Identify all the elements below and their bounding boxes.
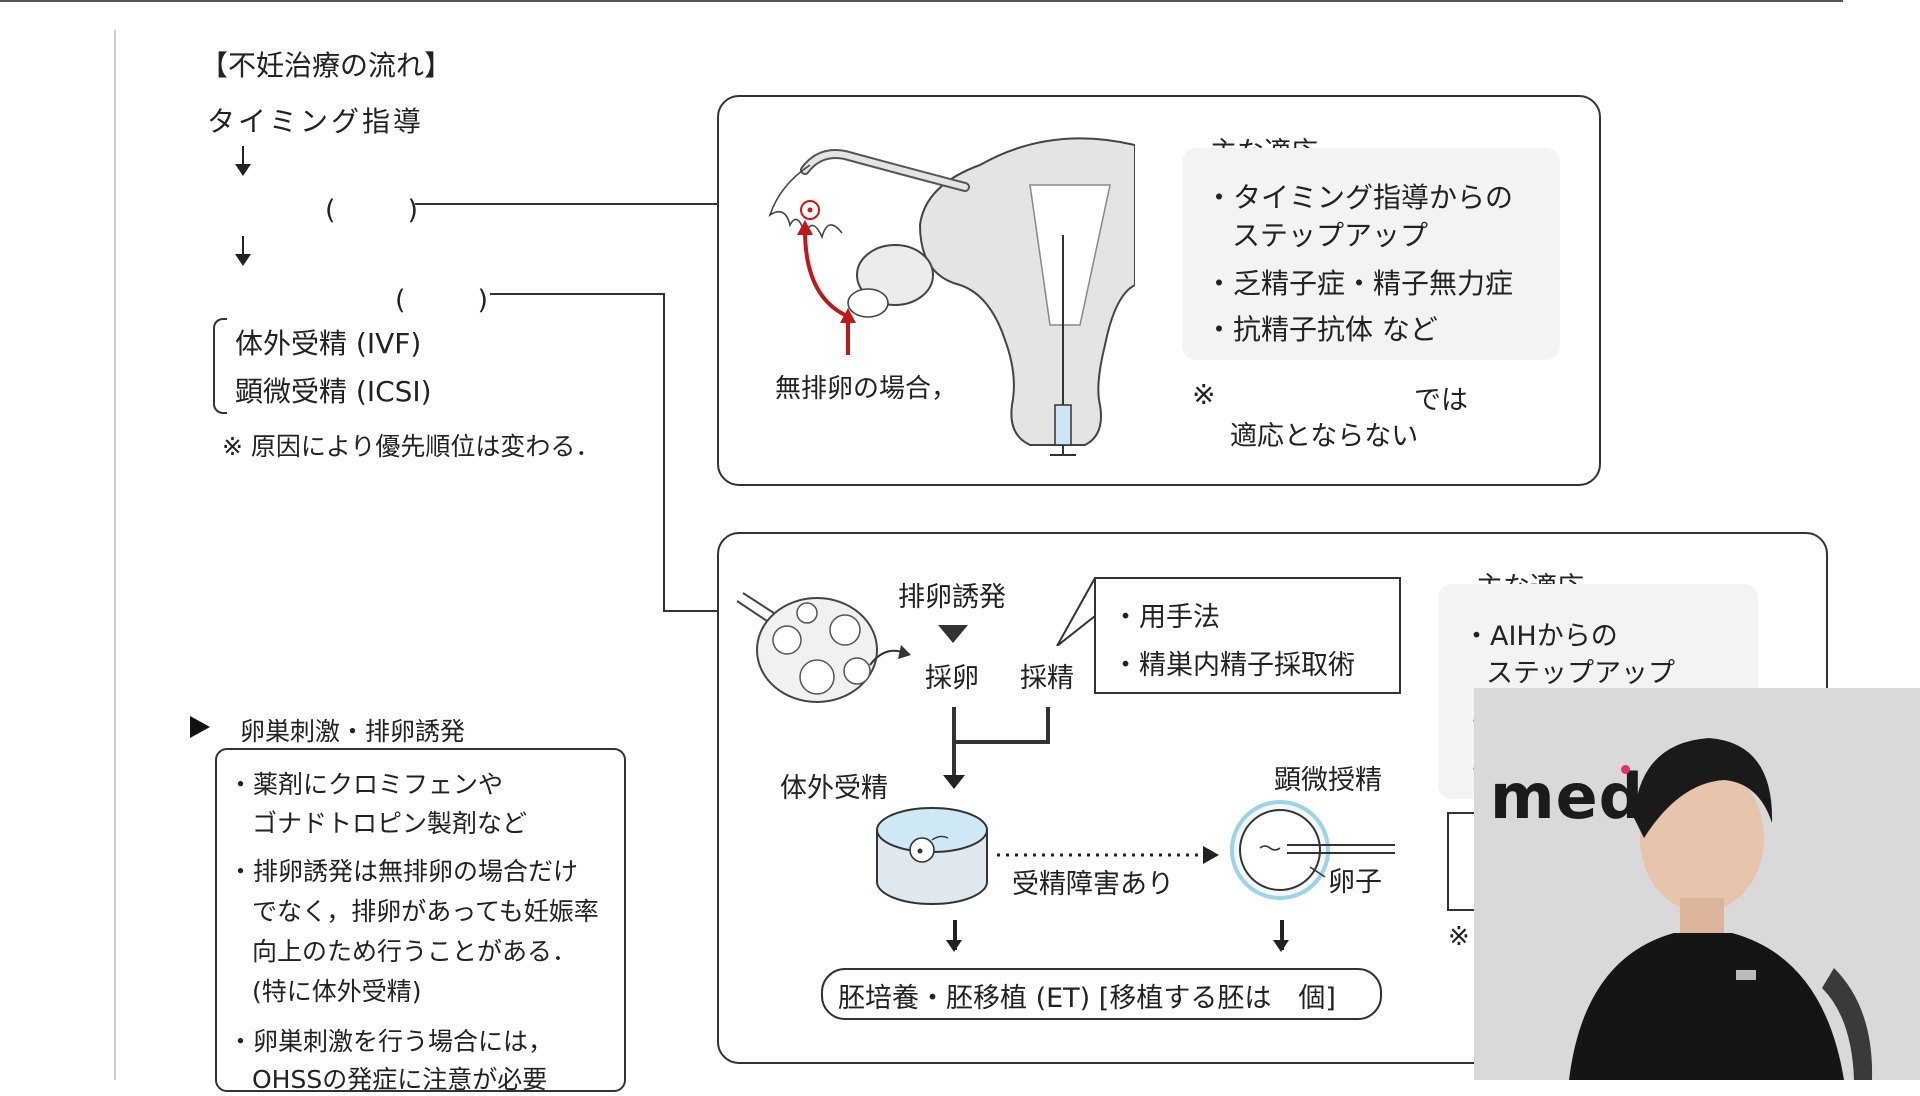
presenter-video <box>1569 738 1873 1080</box>
egg-retrieval-label: 採卵 <box>925 663 979 694</box>
ovarian-item-1b: ゴナドトロピン製剤など <box>252 809 528 838</box>
ivf-down-arrow <box>946 920 962 952</box>
sperm-retrieval-label: 採精 <box>1020 663 1074 694</box>
fertilization-issue-label: 受精障害あり <box>1012 869 1174 900</box>
ovarian-item-2c: 向上のため行うことがある． <box>252 937 578 966</box>
box2-note-mark: ※ <box>1448 922 1470 952</box>
oocyte-label: 卵子 <box>1328 867 1382 898</box>
embryo-transfer-label: 胚培養・胚移植 (ET) [移植する胚は 個] <box>838 983 1336 1014</box>
callout-pointer <box>1056 577 1096 646</box>
box1-indication-2: ・乏精子症・精子無力症 <box>1205 267 1514 300</box>
left-margin-rule <box>114 30 116 1080</box>
sperm-line <box>1046 707 1050 742</box>
blank-step-1-paren: ( ) <box>325 195 425 226</box>
induction-triangle-icon <box>938 625 968 643</box>
connector-step2-v <box>663 293 665 611</box>
ovary-follicles-illustration <box>736 592 911 703</box>
merge-arrow-icon <box>943 775 965 789</box>
connector-step2-box2 <box>663 610 718 612</box>
callout-item-1: ・用手法 <box>1112 602 1220 633</box>
box2-indication-1: ・AIHからの <box>1463 621 1618 652</box>
sperm-retrieval-callout <box>1094 577 1401 694</box>
box1-indication-3: ・抗精子抗体 など <box>1205 313 1438 346</box>
flow-arrow-1 <box>235 146 251 176</box>
icsi-label: 顕微受精 (ICSI) <box>235 375 432 408</box>
ovarian-item-3b: OHSSの発症に注意が必要 <box>252 1065 548 1094</box>
ovulation-induction-label: 排卵誘発 <box>898 582 1006 613</box>
box1-note-mark: ※ <box>1192 378 1216 411</box>
top-rule <box>0 0 1843 2</box>
callout-item-2: ・精巣内精子採取術 <box>1112 650 1355 681</box>
embryo-transfer-box <box>821 968 1382 1020</box>
ovarian-stimulation-title: 卵巣刺激・排卵誘発 <box>240 717 466 746</box>
box1-note-suffix: では <box>1414 385 1468 416</box>
ovarian-item-1: ・薬剤にクロミフェンや <box>228 770 504 799</box>
blank-step-2-paren: ( ) <box>395 285 495 316</box>
ivf-step-label: 体外受精 <box>780 773 888 804</box>
ovarian-item-3: ・卵巣刺激を行う場合には， <box>228 1027 554 1056</box>
connector-step1-box1 <box>415 203 717 205</box>
brand-logo-dot <box>1621 765 1630 774</box>
ovarian-item-2d: (特に体外受精) <box>252 977 422 1006</box>
section-play-icon <box>190 716 210 738</box>
timing-guidance-label: タイミング指導 <box>207 105 425 138</box>
connector-step2-h <box>490 293 665 295</box>
box1-note-line2: 適応とならない <box>1230 421 1419 452</box>
icsi-step-label: 顕微授精 <box>1274 765 1382 796</box>
petri-dish-illustration <box>876 807 988 905</box>
ivf-icsi-bracket <box>213 318 227 414</box>
ovarian-item-2: ・排卵誘発は無排卵の場合だけ <box>228 857 579 886</box>
webcam-overlay: medi <box>1474 688 1920 1080</box>
priority-note: ※ 原因により優先順位は変わる． <box>222 432 601 461</box>
ovarian-item-2b: でなく，排卵があっても妊娠率 <box>252 897 599 926</box>
box1-indications-panel <box>1182 148 1560 360</box>
icsi-illustration <box>1230 800 1395 900</box>
flow-arrow-2 <box>235 236 251 266</box>
box2-indication-1b: ステップアップ <box>1486 658 1675 689</box>
merge-line <box>952 740 1050 744</box>
box1-indication-1b: ステップアップ <box>1232 219 1429 252</box>
box1-indication-1: ・タイミング指導からの <box>1205 181 1514 214</box>
uterus-illustration <box>768 137 1135 456</box>
dotted-arrow-icon <box>997 846 1219 864</box>
anovulation-note: 無排卵の場合， <box>775 374 958 404</box>
page-title: 【不妊治療の流れ】 <box>200 49 453 82</box>
ivf-label: 体外受精 (IVF) <box>235 327 422 360</box>
icsi-down-arrow <box>1273 920 1289 952</box>
box2-note-frame <box>1447 812 1489 911</box>
